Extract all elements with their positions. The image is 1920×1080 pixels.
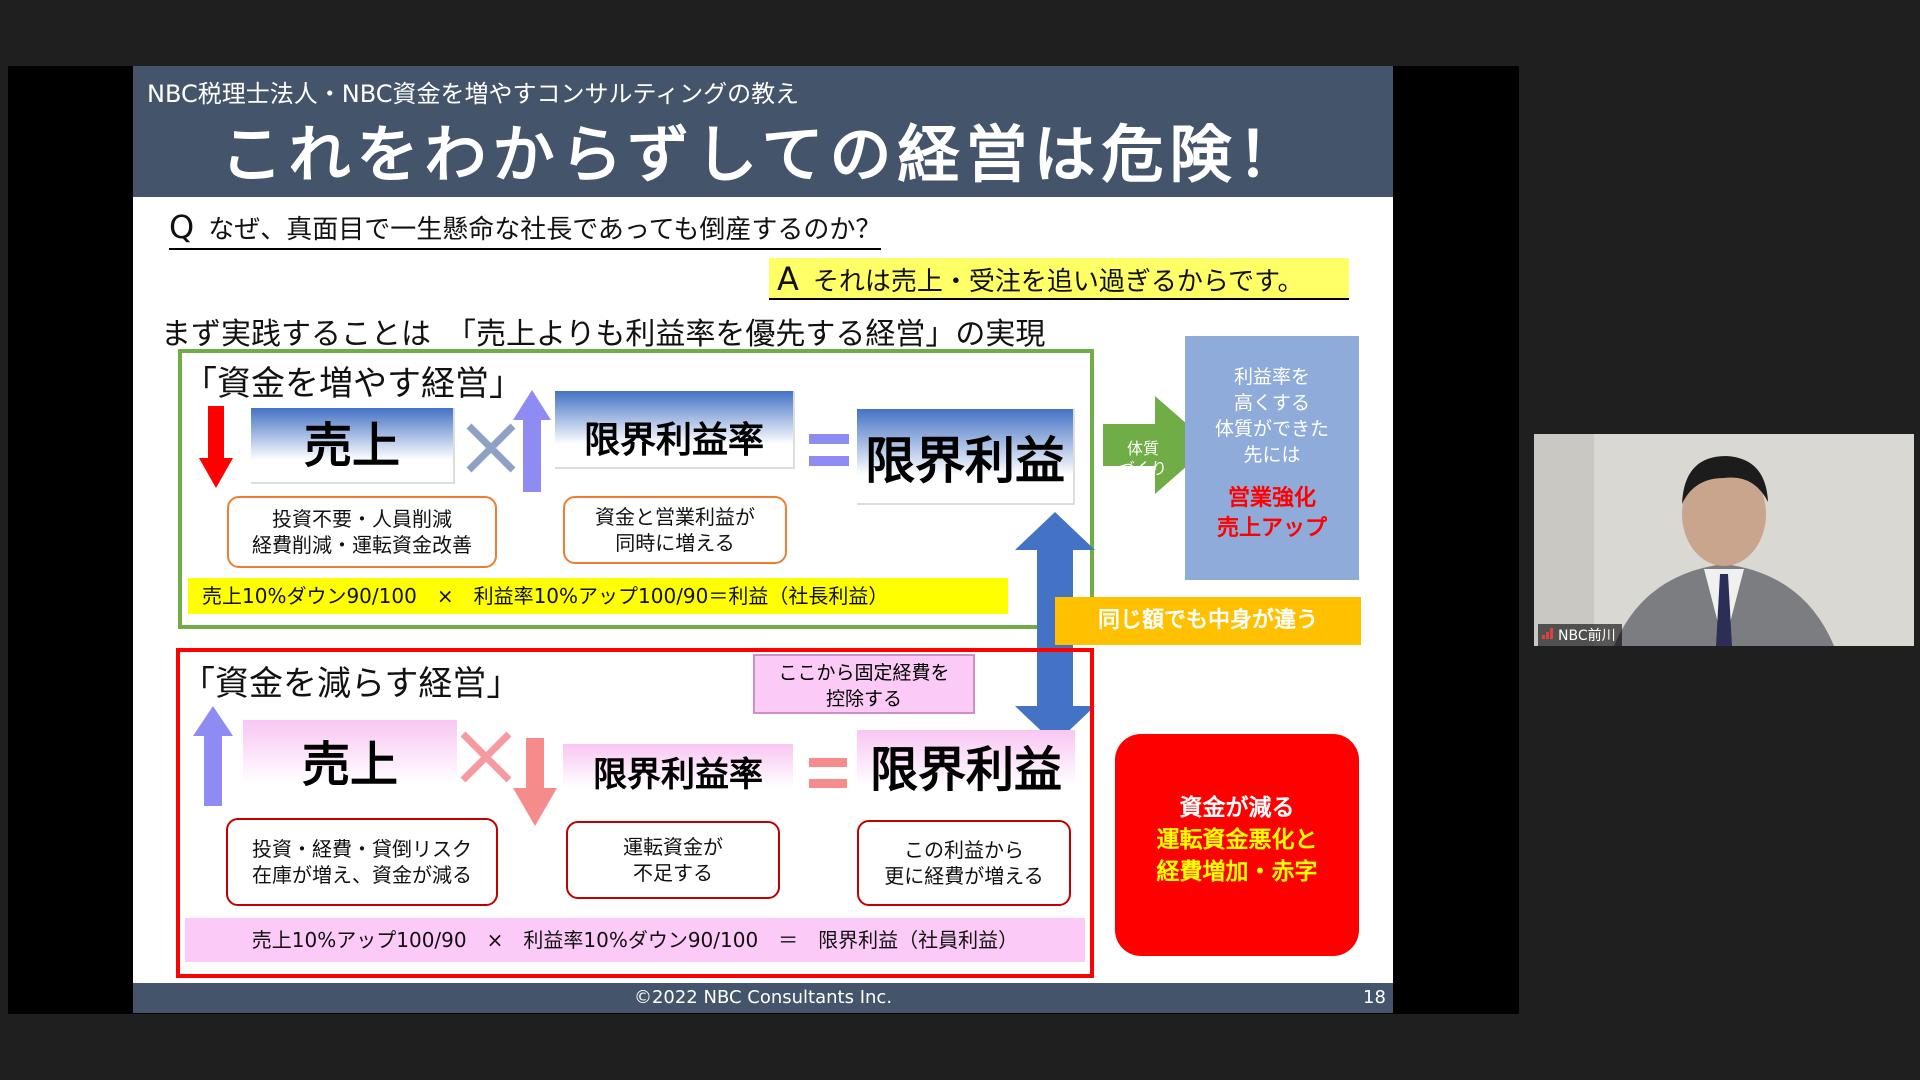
decrease-funds-box	[176, 648, 1094, 978]
sales-term-1: 売上	[251, 408, 455, 484]
speaker-avatar	[1534, 434, 1914, 646]
down-arrow-icon	[199, 406, 233, 488]
up-arrow-icon	[513, 390, 551, 492]
times-icon	[466, 423, 516, 473]
formula-increase: 売上10%ダウン90/100 × 利益率10%アップ100/90＝利益（社長利益…	[188, 578, 1008, 614]
header-subtitle: NBC税理士法人・NBC資金を増やすコンサルティングの教え	[147, 80, 800, 108]
question-line: Q なぜ、真面目で一生懸命な社長であっても倒産するのか？	[169, 208, 882, 250]
slide-header: NBC税理士法人・NBC資金を増やすコンサルティングの教え これをわからずしての…	[133, 66, 1393, 197]
outcome-box: 利益率を 高くする 体質ができた 先には 営業強化 売上アップ	[1185, 336, 1359, 580]
margin-rate-term-2: 限界利益率	[563, 744, 793, 806]
margin-rate-note-1: 資金と営業利益が同時に増える	[563, 496, 787, 564]
participant-name-label: NBC前川	[1538, 624, 1622, 646]
lead-text: まず実践することは 「売上よりも利益率を優先する経営」の実現	[161, 317, 1046, 352]
increase-funds-box	[178, 349, 1094, 629]
fixed-cost-callout: ここから固定経費を控除する	[753, 654, 975, 714]
sales-note-1: 投資不要・人員削減経費削減・運転資金改善	[227, 496, 497, 568]
header-title: これをわからずしての経営は危険！	[220, 118, 1306, 191]
question-text: なぜ、真面目で一生懸命な社長であっても倒産するのか？	[208, 215, 882, 245]
signal-bars-icon	[1542, 628, 1553, 639]
marginal-profit-term-2: 限界利益	[857, 730, 1075, 810]
page-number: 18	[1363, 987, 1386, 1008]
times-icon	[460, 731, 512, 783]
participant-video[interactable]: NBC前川	[1534, 434, 1914, 646]
decrease-funds-title: 「資金を減らす経営」	[181, 664, 521, 704]
answer-text: それは売上・受注を追い過ぎるからです。	[812, 267, 1304, 297]
a-mark: A	[777, 260, 799, 298]
q-mark: Q	[169, 208, 195, 246]
same-amount-label: 同じ額でも中身が違う	[1055, 597, 1361, 645]
sales-term-2: 売上	[243, 720, 457, 810]
arrow-label: 体質づくり	[1118, 439, 1167, 478]
equals-icon	[809, 434, 849, 466]
answer-line: A それは売上・受注を追い過ぎるからです。	[769, 258, 1349, 300]
formula-decrease: 売上10%アップ100/90 × 利益率10%ダウン90/100 ＝ 限界利益（…	[185, 918, 1085, 962]
marginal-profit-term-1: 限界利益	[857, 409, 1075, 505]
margin-rate-note-2: 運転資金が不足する	[566, 821, 780, 899]
funds-decrease-box: 資金が減る 運転資金悪化と 経費増加・赤字	[1115, 734, 1359, 956]
up-arrow-icon	[193, 706, 233, 806]
copyright-text: ©2022 NBC Consultants Inc.	[633, 987, 893, 1008]
marginal-profit-note-2: この利益から更に経費が増える	[857, 820, 1071, 906]
margin-rate-term-1: 限界利益率	[555, 391, 795, 469]
slide-footer: ©2022 NBC Consultants Inc. 18	[133, 983, 1393, 1013]
right-arrow-icon	[1103, 396, 1211, 494]
presentation-slide: NBC税理士法人・NBC資金を増やすコンサルティングの教え これをわからずしての…	[133, 66, 1393, 1013]
outcome-highlight: 営業強化 売上アップ	[1216, 486, 1327, 541]
sales-note-2: 投資・経費・貸倒リスク在庫が増え、資金が減る	[226, 818, 498, 906]
down-arrow-icon	[513, 738, 557, 826]
increase-funds-title: 「資金を増やす経営」	[183, 364, 523, 404]
equals-icon	[809, 758, 847, 788]
